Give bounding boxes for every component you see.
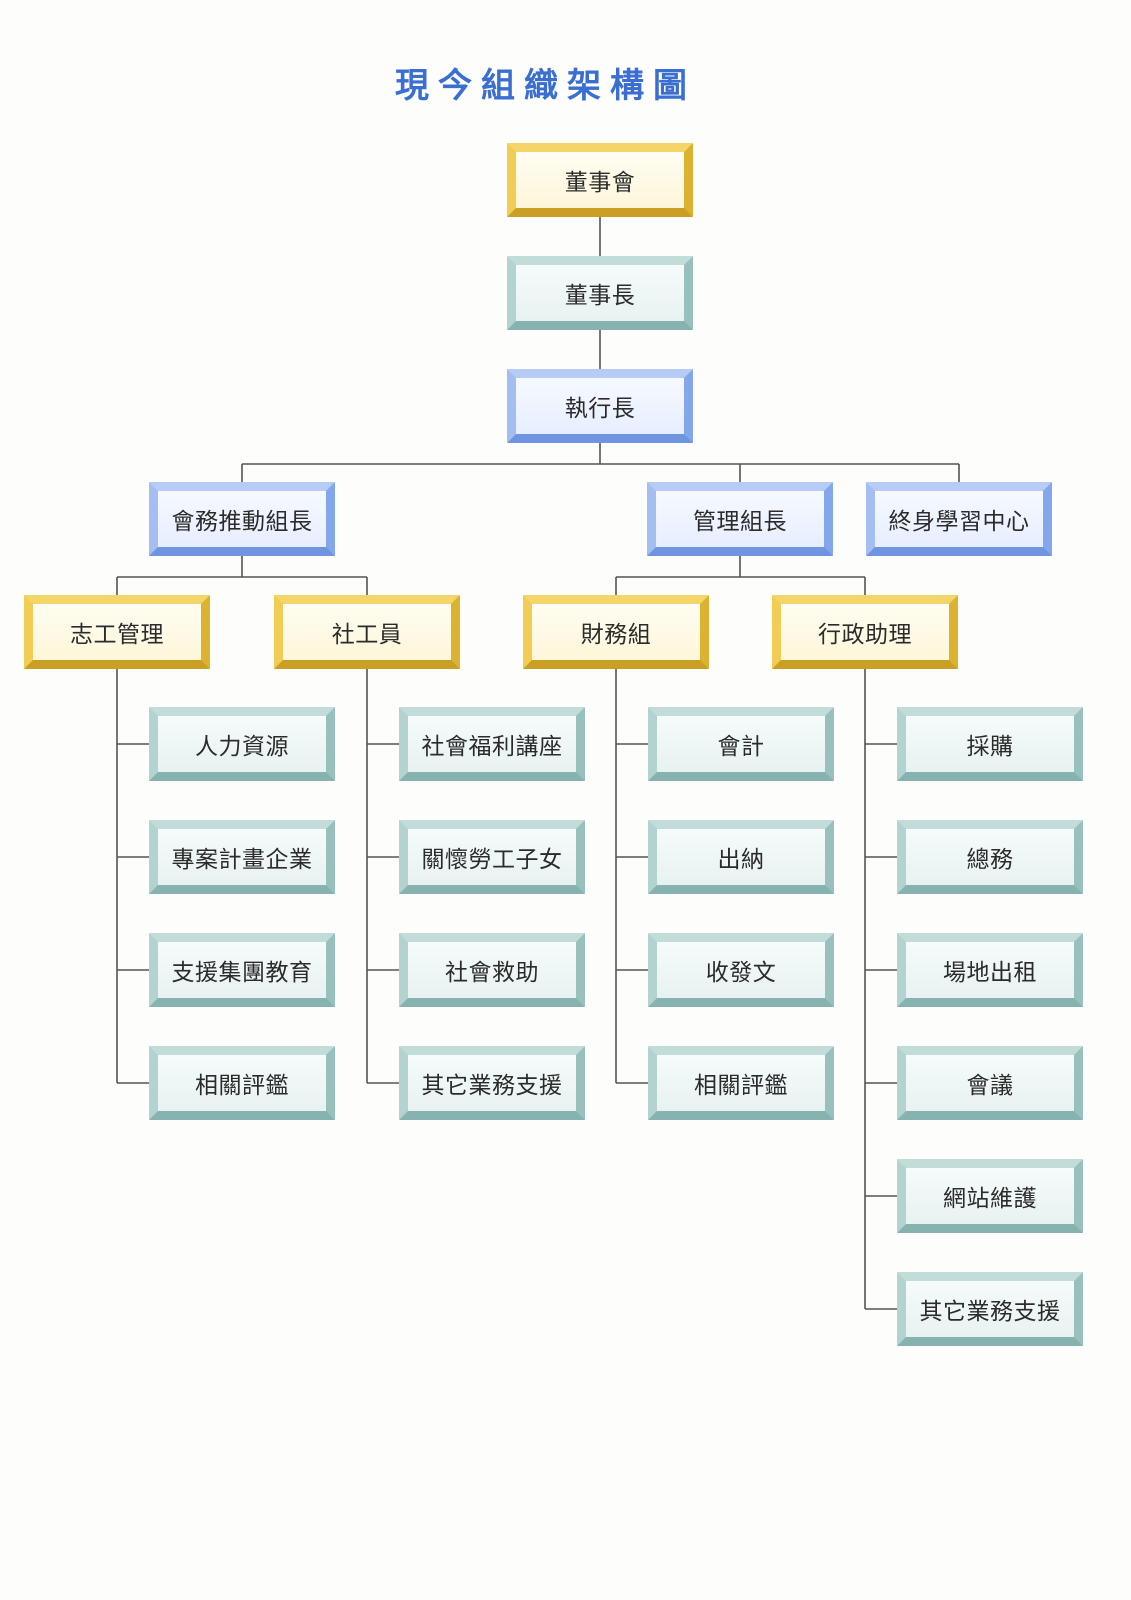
chain-node-0: 董事會	[507, 143, 693, 217]
item-node-1-1-4: 網站維護	[897, 1159, 1083, 1233]
item-node-0-0-1: 專案計畫企業	[149, 820, 335, 894]
group-node-0-1: 社工員	[274, 595, 460, 669]
item-node-0-0-3: 相關評鑑	[149, 1046, 335, 1120]
chain-node-2: 執行長	[507, 369, 693, 443]
group-node-0-0: 志工管理	[24, 595, 210, 669]
item-node-1-1-1: 總務	[897, 820, 1083, 894]
division-node-0: 會務推動組長	[149, 482, 335, 556]
division-node-1: 管理組長	[647, 482, 833, 556]
item-node-0-0-2: 支援集團教育	[149, 933, 335, 1007]
item-node-1-1-0: 採購	[897, 707, 1083, 781]
item-node-1-0-2: 收發文	[648, 933, 834, 1007]
item-node-1-0-0: 會計	[648, 707, 834, 781]
item-node-0-1-0: 社會福利講座	[399, 707, 585, 781]
item-node-0-1-2: 社會救助	[399, 933, 585, 1007]
group-node-1-1: 行政助理	[772, 595, 958, 669]
division-node-2: 終身學習中心	[866, 482, 1052, 556]
item-node-1-1-3: 會議	[897, 1046, 1083, 1120]
item-node-0-1-3: 其它業務支援	[399, 1046, 585, 1120]
item-node-0-0-0: 人力資源	[149, 707, 335, 781]
chain-node-1: 董事長	[507, 256, 693, 330]
item-node-1-0-1: 出納	[648, 820, 834, 894]
group-node-1-0: 財務組	[523, 595, 709, 669]
item-node-1-0-3: 相關評鑑	[648, 1046, 834, 1120]
item-node-0-1-1: 關懷勞工子女	[399, 820, 585, 894]
item-node-1-1-2: 場地出租	[897, 933, 1083, 1007]
chart-title: 現今組織架構圖	[395, 66, 696, 106]
item-node-1-1-5: 其它業務支援	[897, 1272, 1083, 1346]
